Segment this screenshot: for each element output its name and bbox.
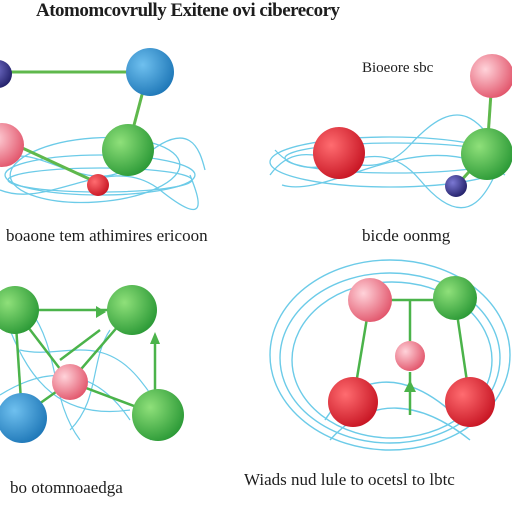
panel-4-caption: Wiads nud lule to ocetsl to lbtc [244, 470, 455, 489]
orbit-ring [291, 281, 493, 439]
red-atom [313, 127, 365, 179]
panel-1-molecule [0, 136, 206, 211]
blue-atom [0, 393, 47, 443]
green-atom [107, 285, 157, 335]
pink-atom [470, 54, 512, 98]
orbit-ring [269, 114, 506, 176]
pink-atom [395, 341, 425, 371]
navy-atom [0, 60, 12, 88]
red-atom [445, 377, 495, 427]
arrow-head [150, 332, 160, 344]
green-atom [102, 124, 154, 176]
pink-atom [52, 364, 88, 400]
arrow-head [404, 380, 416, 392]
green-atom [433, 276, 477, 320]
panel-2-caption: bicde oonmg [362, 226, 451, 245]
panel-3-caption: bo otomnoaedga [10, 478, 123, 497]
panel-2-top-label: Bioeore sbc [362, 60, 434, 76]
orbit-line [329, 407, 471, 441]
pink-atom [348, 278, 392, 322]
navy-atom [445, 175, 467, 197]
orbit-ring [269, 259, 511, 451]
green-atom [0, 286, 39, 334]
bond [59, 329, 101, 361]
orbit-ring [279, 272, 501, 444]
red-atom [87, 174, 109, 196]
blue-atom [126, 48, 174, 96]
green-atom [461, 128, 512, 180]
orbit-ring [274, 149, 506, 209]
red-atom [328, 377, 378, 427]
orbit-ring [0, 174, 199, 211]
panel-4-molecule [269, 259, 511, 451]
arrow-head [96, 306, 106, 318]
pink-atom [0, 123, 24, 167]
panel-1-caption: boaone tem athimires ericoon [6, 226, 208, 245]
orbit-ring [9, 136, 181, 204]
page-title: Atomomcovrully Exitene ovi ciberecory [36, 0, 340, 21]
green-atom [132, 389, 184, 441]
